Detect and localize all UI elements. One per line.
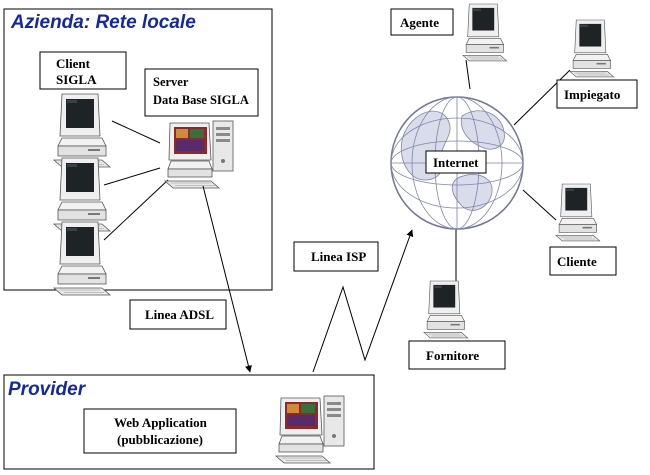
lan-wire-3 <box>103 179 169 241</box>
desktop-computer-icon <box>569 19 615 78</box>
provider-title: Provider <box>8 379 87 400</box>
adsl-label-box <box>129 299 227 330</box>
spoke-agente <box>465 59 471 90</box>
agente-label: Agente <box>400 15 439 30</box>
web-app-label-box <box>83 408 237 454</box>
lan-wire-2 <box>103 167 161 186</box>
fornitore-label-box <box>408 340 506 370</box>
web-app-label-line1: Web Application <box>114 415 208 430</box>
spoke-impiegato <box>513 69 571 126</box>
lan-title: Azienda: Rete locale <box>10 12 196 33</box>
desktop-computer-icon <box>462 3 508 62</box>
impiegato-label-box <box>556 79 638 109</box>
cliente-label-box <box>549 246 617 276</box>
internet-label-box <box>425 150 487 174</box>
spoke-cliente <box>522 189 557 221</box>
server-label-line1: Server <box>153 75 189 89</box>
internet-label: Internet <box>433 155 479 170</box>
isp-link <box>312 229 414 373</box>
client-label-line1: Client <box>56 56 91 71</box>
client-label-line2: SIGLA <box>56 72 97 87</box>
server-label-line2: Data Base SIGLA <box>153 93 249 107</box>
lan-wire-1 <box>111 120 161 144</box>
adsl-link <box>202 185 252 373</box>
desktop-computer-icon <box>555 183 601 242</box>
fornitore-label: Fornitore <box>426 348 479 363</box>
desktop-computer-icon <box>423 280 469 339</box>
agente-label-box <box>390 8 454 36</box>
client-label-box <box>39 51 127 90</box>
impiegato-label: Impiegato <box>564 87 620 102</box>
server-label-box <box>144 68 259 117</box>
isp-label: Linea ISP <box>311 249 366 264</box>
web-app-label-line2: (pubblicazione) <box>117 432 203 447</box>
cliente-label: Cliente <box>557 254 597 269</box>
isp-label-box <box>293 241 379 272</box>
adsl-label: Linea ADSL <box>145 307 214 322</box>
